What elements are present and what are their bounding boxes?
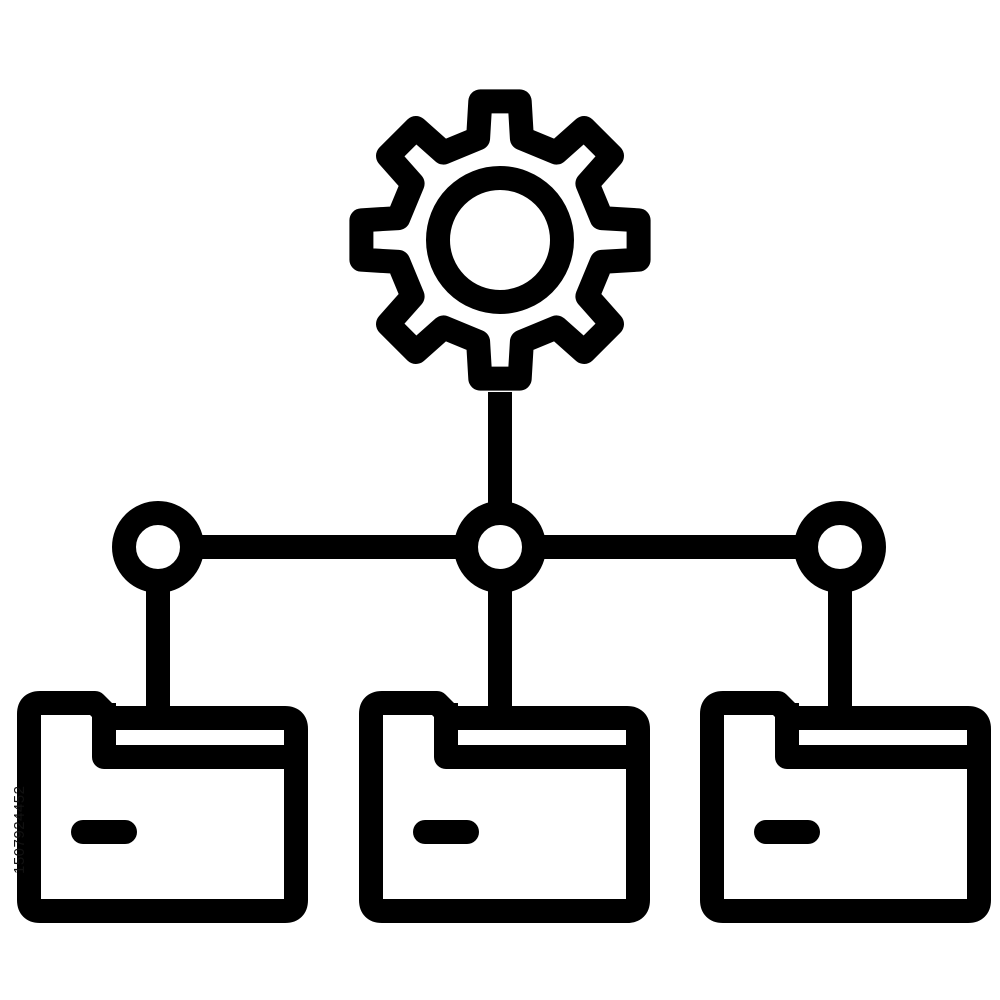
- folder-icon-right: [712, 703, 979, 911]
- gear-hub: [426, 166, 574, 314]
- stock-id-watermark: 1507924452: [11, 785, 28, 875]
- folder-icon-left: [29, 703, 296, 911]
- connector-node-center: [454, 501, 546, 593]
- connector-node-left: [112, 501, 204, 593]
- connector-node-right: [794, 501, 886, 593]
- folder-icon-center: [371, 703, 638, 911]
- gear-icon: [349, 89, 651, 391]
